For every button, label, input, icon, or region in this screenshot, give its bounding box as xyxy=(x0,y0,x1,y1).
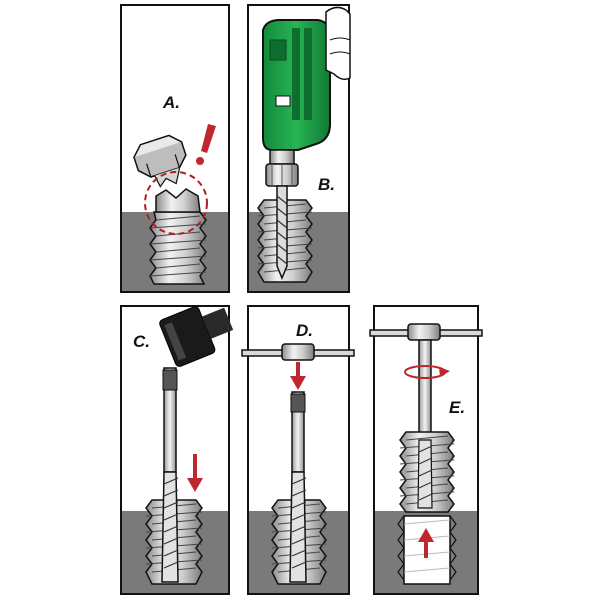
exclamation-icon xyxy=(196,124,216,165)
rotation-arrow-icon xyxy=(404,365,450,379)
panel-d-label: D. xyxy=(296,321,313,340)
drill-bit xyxy=(276,185,288,280)
bolt-stub xyxy=(155,188,201,213)
hammer xyxy=(159,306,234,367)
panel-c-label: C. xyxy=(133,332,150,351)
screw-extractor-d xyxy=(289,391,307,583)
panel-b: B. xyxy=(247,4,351,293)
screw-extractor xyxy=(161,367,179,583)
power-drill xyxy=(262,6,351,187)
panel-a: A. xyxy=(120,4,230,293)
tap-wrench-d xyxy=(241,343,355,361)
panel-e: E. xyxy=(369,305,483,595)
down-arrow-icon xyxy=(187,454,203,492)
panel-a-label: A. xyxy=(162,93,180,112)
down-arrow-icon xyxy=(290,362,306,390)
extracted-bolt xyxy=(399,431,455,513)
panel-e-label: E. xyxy=(449,398,465,417)
screw-extractor-e xyxy=(418,339,432,441)
up-arrow-icon xyxy=(418,528,434,558)
panel-d: D. xyxy=(241,305,355,595)
hand xyxy=(325,6,351,81)
panel-b-label: B. xyxy=(318,175,335,194)
bolt-threads xyxy=(149,211,207,285)
panel-c: C. xyxy=(120,305,234,595)
bolt-head xyxy=(132,134,187,188)
fracture-highlight-circle xyxy=(144,171,208,235)
